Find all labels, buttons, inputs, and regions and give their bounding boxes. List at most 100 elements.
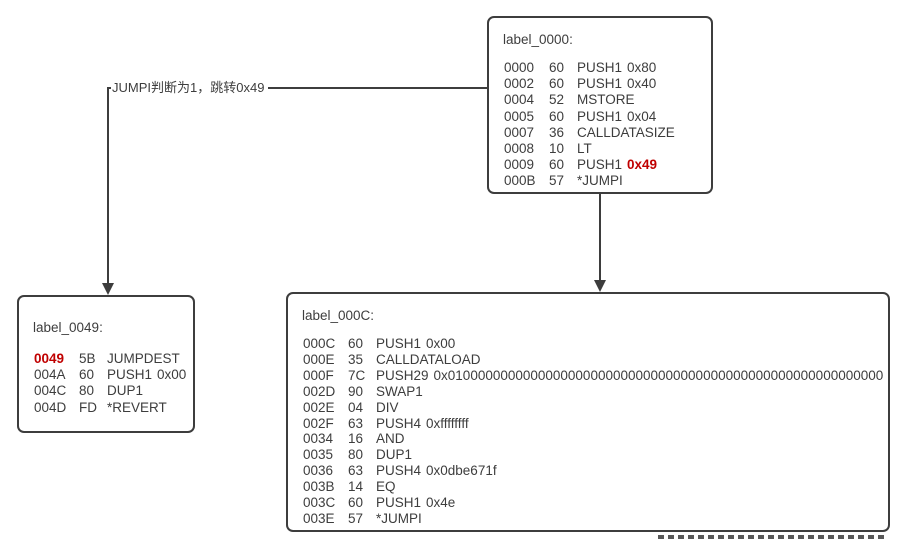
instruction-row: 003E 57 *JUMPI <box>303 511 888 527</box>
flow-line-horizontal-true-branch <box>107 87 487 89</box>
insn-addr: 0009 <box>504 157 535 173</box>
insn-addr: 002D <box>303 383 336 399</box>
insn-byte: 52 <box>549 92 565 108</box>
block-title: label_0000: <box>503 32 573 47</box>
insn-addr: 003E <box>303 510 335 526</box>
insn-addr: 0002 <box>504 76 535 92</box>
insn-operand: 0x01000000000000000000000000000000000000… <box>433 367 884 383</box>
insn-addr: 0005 <box>504 108 535 124</box>
insn-op: PUSH1 <box>577 157 623 173</box>
insn-op: *REVERT <box>107 399 167 415</box>
insn-byte: 60 <box>79 367 95 383</box>
insn-operand: 0x80 <box>627 60 657 75</box>
insn-byte: 04 <box>348 399 364 415</box>
insn-op: AND <box>376 431 405 447</box>
insn-byte: 63 <box>348 415 364 431</box>
insn-op: DIV <box>376 399 399 415</box>
insn-addr: 002E <box>303 399 335 415</box>
insn-byte: 5B <box>79 351 96 366</box>
insn-byte: 57 <box>549 173 565 189</box>
insn-byte: 60 <box>348 336 364 351</box>
instruction-row: 0049 5B JUMPDEST <box>34 351 193 367</box>
insn-addr: 000E <box>303 351 335 367</box>
insn-addr: 0000 <box>504 60 535 75</box>
insn-addr: 000B <box>504 173 536 189</box>
insn-addr: 000F <box>303 367 334 383</box>
insn-byte: 10 <box>549 141 565 157</box>
insn-byte: 36 <box>549 124 565 140</box>
flow-line-vertical-true-branch <box>107 87 109 283</box>
insn-operand: 0x00 <box>426 336 456 351</box>
insn-addr: 004C <box>34 383 67 399</box>
instruction-row: 002D 90 SWAP1 <box>303 384 888 400</box>
insn-byte: 80 <box>348 447 364 463</box>
insn-op: CALLDATASIZE <box>577 124 675 140</box>
insn-op: LT <box>577 141 592 157</box>
insn-op: PUSH29 <box>376 367 429 383</box>
insn-operand: 0x40 <box>627 76 657 92</box>
insn-op: SWAP1 <box>376 383 423 399</box>
insn-addr: 004A <box>34 367 66 383</box>
insn-byte: 35 <box>348 351 364 367</box>
insn-op: *JUMPI <box>376 510 422 526</box>
insn-addr-jumpdest: 0049 <box>34 351 65 366</box>
insn-addr: 0036 <box>303 463 334 479</box>
insn-operand: 0x00 <box>157 367 187 383</box>
insn-addr: 0035 <box>303 447 334 463</box>
insn-op: DUP1 <box>376 447 413 463</box>
insn-byte: 60 <box>549 157 565 173</box>
insn-op: PUSH4 <box>376 415 422 431</box>
insn-addr: 000C <box>303 336 336 351</box>
insn-op: MSTORE <box>577 92 635 108</box>
insn-byte: 90 <box>348 383 364 399</box>
insn-operand: 0xffffffff <box>426 415 469 431</box>
insn-byte: 63 <box>348 463 364 479</box>
insn-byte: 60 <box>549 76 565 92</box>
arrowhead-down-to-label-000c <box>594 280 606 292</box>
insn-addr: 004D <box>34 399 67 415</box>
insn-byte: 14 <box>348 479 364 495</box>
watermark-clipped-text <box>658 535 888 539</box>
insn-op: PUSH1 <box>107 367 153 383</box>
insn-op: PUSH1 <box>577 60 623 75</box>
insn-byte: 16 <box>348 431 364 447</box>
insn-addr: 0034 <box>303 431 334 447</box>
insn-op: PUSH4 <box>376 463 422 479</box>
insn-byte: FD <box>79 399 97 415</box>
instruction-row: 0007 36 CALLDATASIZE <box>504 125 711 141</box>
instruction-row: 0035 80 DUP1 <box>303 447 888 463</box>
instruction-row: 000B 57 *JUMPI <box>504 173 711 189</box>
insn-byte: 7C <box>348 367 366 383</box>
insn-op: JUMPDEST <box>107 351 180 366</box>
insn-byte: 60 <box>549 108 565 124</box>
arrowhead-down-to-label-0049 <box>102 283 114 295</box>
insn-operand: 0x0dbe671f <box>426 463 497 479</box>
insn-op: *JUMPI <box>577 173 623 189</box>
insn-byte: 57 <box>348 510 364 526</box>
insn-op: EQ <box>376 479 396 495</box>
instruction-row: 004D FD *REVERT <box>34 400 193 416</box>
insn-byte: 80 <box>79 383 95 399</box>
insn-op: PUSH1 <box>376 495 422 511</box>
insn-operand: 0x4e <box>426 495 456 511</box>
insn-addr: 003B <box>303 479 335 495</box>
insn-addr: 0007 <box>504 124 535 140</box>
block-title: label_0049: <box>33 320 103 335</box>
insn-addr: 0004 <box>504 92 535 108</box>
instruction-row: 0004 52 MSTORE <box>504 92 711 108</box>
